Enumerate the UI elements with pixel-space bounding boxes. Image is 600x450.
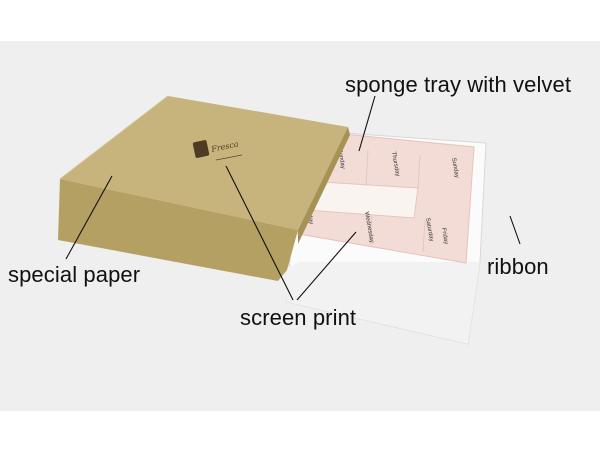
insert-divider-line	[365, 149, 369, 187]
tray-side-shadow	[287, 262, 480, 344]
insert-divider-line	[422, 219, 426, 253]
lid-right-edge	[298, 127, 350, 244]
label-special-paper: special paper	[8, 262, 141, 287]
tray-day-label: Sunday	[450, 157, 459, 178]
tray-day-label: Thursday	[390, 151, 400, 177]
tray-day-label: Wednesday	[363, 211, 374, 243]
callout-line-print-a	[225, 165, 294, 301]
lid-top-surface	[60, 96, 348, 230]
tray-day-label: Saturday	[424, 217, 434, 242]
lid-front-side	[58, 179, 298, 281]
callout-line-print-b	[296, 231, 357, 301]
logo-subline	[215, 154, 243, 161]
label-ribbon: ribbon	[487, 254, 549, 279]
insert-divider-line	[417, 154, 421, 189]
callout-line-tray	[358, 95, 376, 152]
insert-divider-line	[369, 214, 373, 246]
callout-line-ribbon	[509, 215, 521, 245]
logo-emblem	[192, 140, 210, 158]
tray-day-label: Monday	[336, 147, 346, 169]
label-screen-print: screen print	[240, 305, 357, 330]
lid-top-edge-highlight	[59, 95, 169, 180]
label-sponge-tray: sponge tray with velvet	[345, 72, 572, 97]
tray-day-label: Friday	[440, 227, 449, 244]
callout-line-paper	[65, 175, 113, 260]
